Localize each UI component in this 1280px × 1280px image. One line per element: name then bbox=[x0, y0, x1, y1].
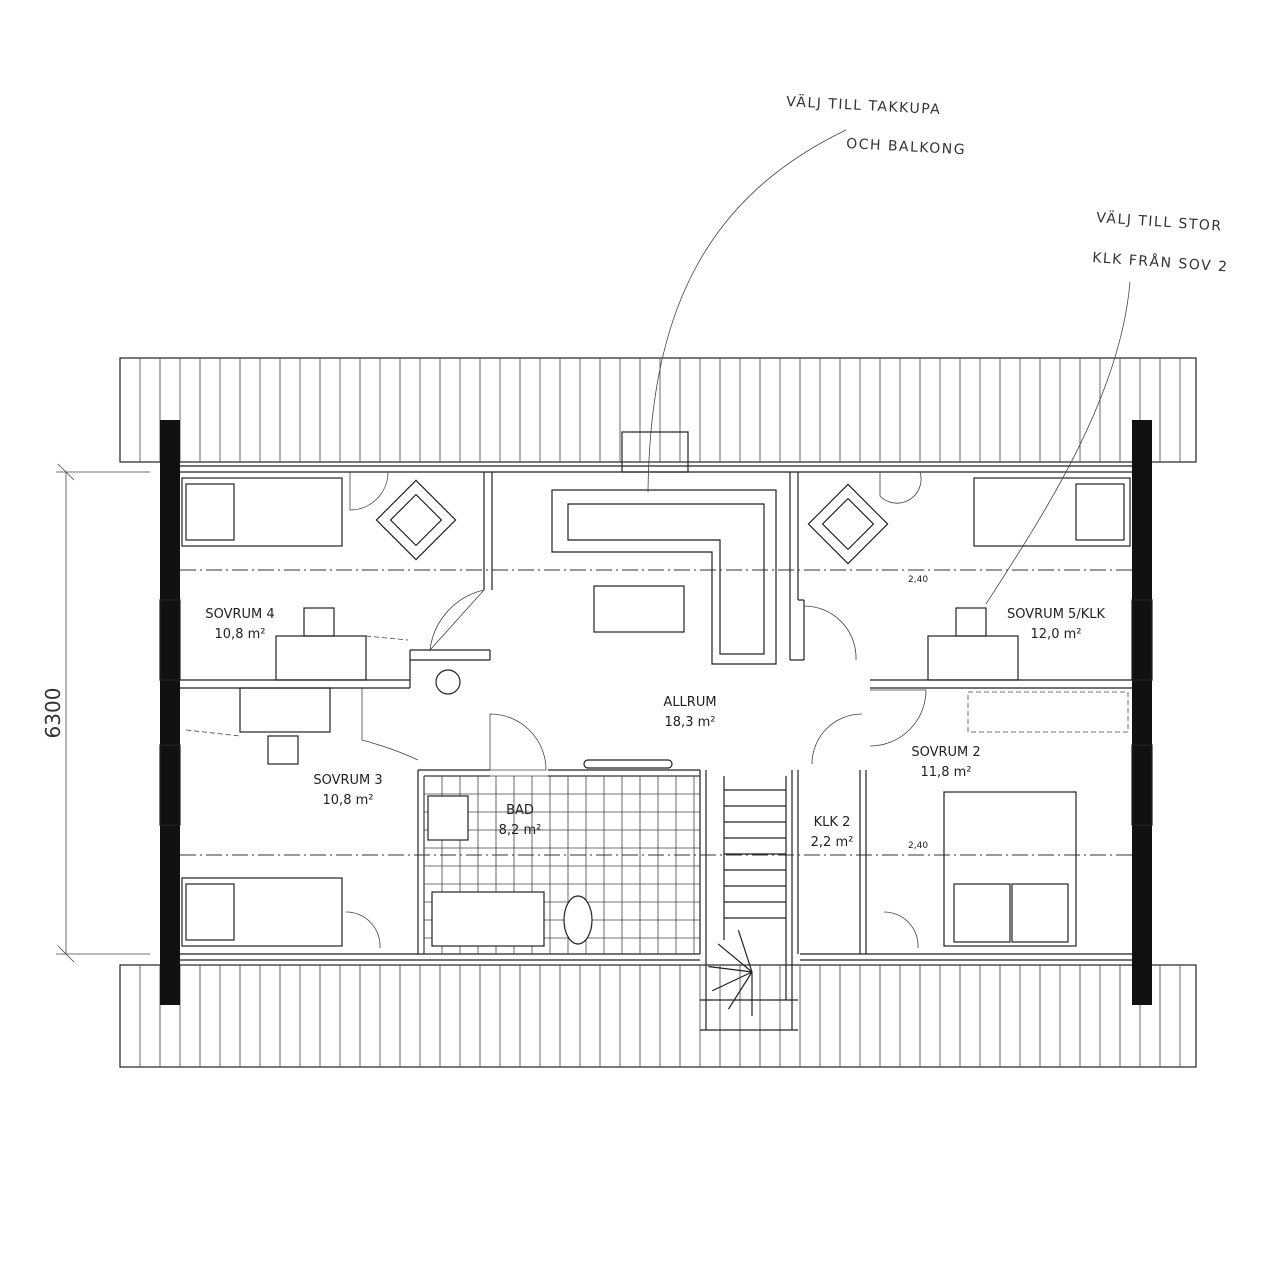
svg-text:10,8 m²: 10,8 m² bbox=[215, 627, 266, 642]
room-bad: BAD 8,2 m² bbox=[499, 803, 542, 838]
bed-sovrum4 bbox=[181, 477, 343, 547]
gable-wall-left bbox=[160, 420, 180, 1005]
svg-text:KLK FRÅN SOV 2: KLK FRÅN SOV 2 bbox=[1092, 249, 1229, 275]
desk-sovrum5 bbox=[927, 607, 1019, 681]
svg-text:SOVRUM 3: SOVRUM 3 bbox=[313, 773, 382, 788]
gable-wall-right bbox=[1132, 420, 1152, 1005]
svg-text:BAD: BAD bbox=[506, 803, 534, 818]
depth-label: 6300 bbox=[41, 688, 65, 739]
bath-fixtures bbox=[427, 669, 673, 947]
height-label-bottom: 2,40 bbox=[908, 841, 928, 851]
svg-text:VÄLJ TILL STOR: VÄLJ TILL STOR bbox=[1096, 208, 1224, 235]
armchair-sovrum5 bbox=[807, 483, 889, 565]
svg-text:11,8 m²: 11,8 m² bbox=[921, 765, 972, 780]
room-sovrum5: SOVRUM 5/KLK 12,0 m² bbox=[1007, 607, 1105, 642]
dormer bbox=[621, 431, 689, 473]
svg-text:8,2 m²: 8,2 m² bbox=[499, 823, 542, 838]
room-sovrum4: SOVRUM 4 10,8 m² bbox=[205, 607, 274, 642]
armchair-sovrum4 bbox=[375, 479, 457, 561]
desk-sovrum3 bbox=[239, 687, 331, 765]
bed-sovrum5 bbox=[973, 477, 1131, 547]
height-lines bbox=[180, 569, 1132, 856]
room-sovrum3: SOVRUM 3 10,8 m² bbox=[313, 773, 382, 808]
corner-sofa bbox=[551, 489, 777, 665]
wardrobes bbox=[185, 635, 1129, 737]
svg-text:18,3 m²: 18,3 m² bbox=[665, 715, 716, 730]
svg-text:OCH BALKONG: OCH BALKONG bbox=[846, 136, 967, 158]
double-bed-sovrum2 bbox=[943, 791, 1077, 947]
coffee-table bbox=[593, 585, 685, 633]
svg-text:2,2 m²: 2,2 m² bbox=[811, 835, 854, 850]
room-sovrum2: SOVRUM 2 11,8 m² bbox=[911, 745, 980, 780]
doors bbox=[345, 471, 927, 949]
staircase bbox=[708, 776, 787, 1016]
svg-text:10,8 m²: 10,8 m² bbox=[323, 793, 374, 808]
bed-sovrum3 bbox=[181, 877, 343, 947]
svg-text:KLK 2: KLK 2 bbox=[814, 815, 851, 830]
room-allrum: ALLRUM 18,3 m² bbox=[663, 695, 716, 730]
window-right-upper bbox=[1131, 599, 1153, 681]
roof-top bbox=[119, 357, 1197, 463]
dimension-depth bbox=[56, 463, 150, 963]
height-label-top: 2,40 bbox=[908, 575, 928, 585]
roof-bottom bbox=[119, 964, 1197, 1068]
svg-text:12,0 m²: 12,0 m² bbox=[1031, 627, 1082, 642]
svg-text:ALLRUM: ALLRUM bbox=[663, 695, 716, 710]
room-klk2: KLK 2 2,2 m² bbox=[811, 815, 854, 850]
svg-text:SOVRUM 5/KLK: SOVRUM 5/KLK bbox=[1007, 607, 1105, 622]
window-left-upper bbox=[159, 599, 181, 681]
desk-sovrum4 bbox=[275, 607, 367, 681]
svg-text:VÄLJ TILL TAKKUPA: VÄLJ TILL TAKKUPA bbox=[786, 92, 942, 118]
window-left-lower bbox=[159, 744, 181, 826]
svg-text:SOVRUM 4: SOVRUM 4 bbox=[205, 607, 274, 622]
svg-text:SOVRUM 2: SOVRUM 2 bbox=[911, 745, 980, 760]
window-right-lower bbox=[1131, 744, 1153, 826]
